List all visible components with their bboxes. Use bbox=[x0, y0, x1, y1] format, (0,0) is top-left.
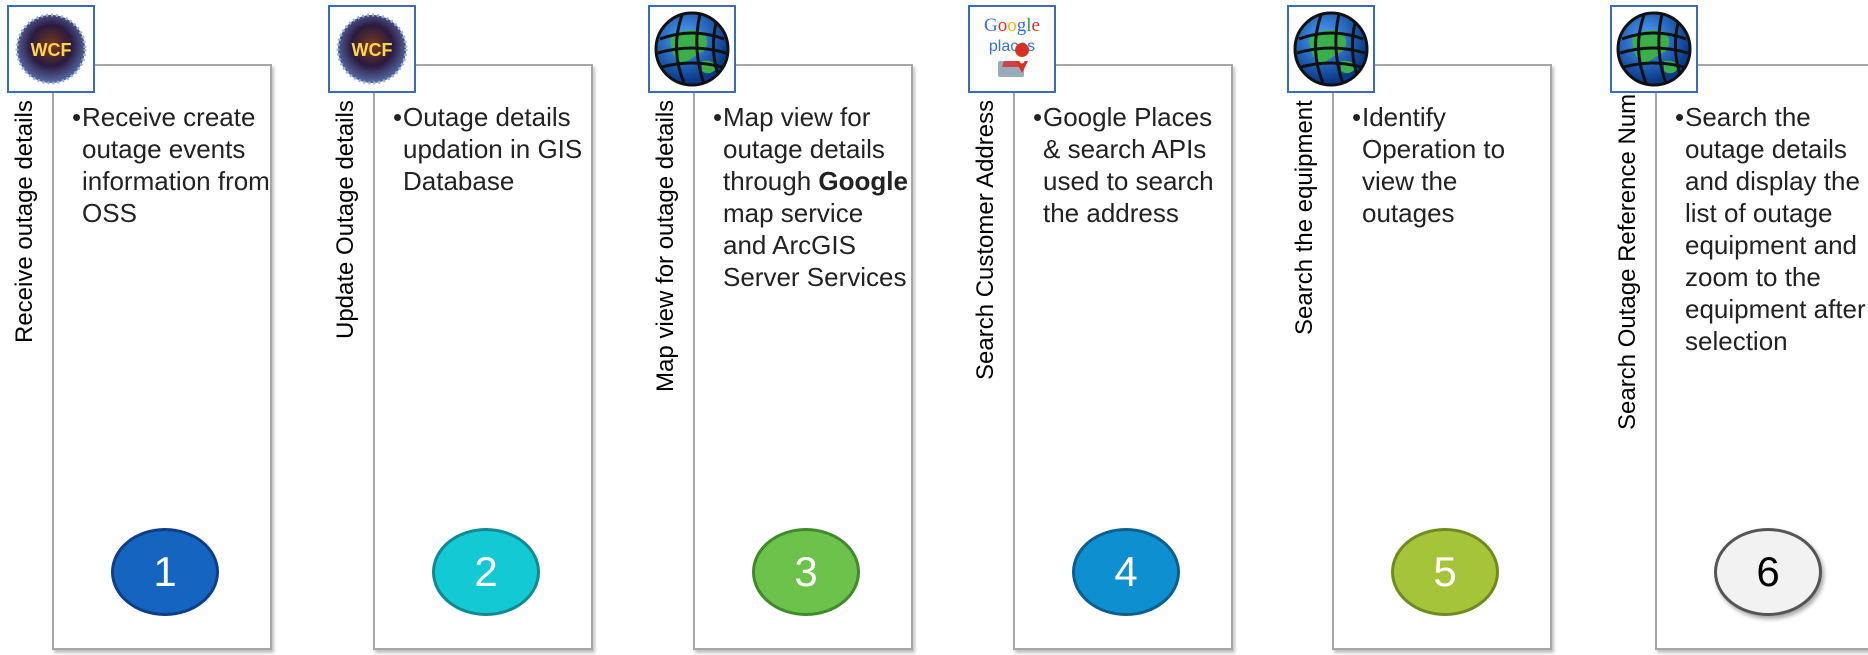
bullet-icon: • bbox=[1352, 102, 1362, 132]
step-number-badge: 3 bbox=[752, 528, 860, 616]
step-label: Update Outage details bbox=[332, 100, 359, 339]
process-step-5: Search the equipment •Identify Operation … bbox=[1280, 0, 1595, 655]
description-bold-text: Google bbox=[818, 166, 908, 196]
process-step-2: Update Outage details •Outage details upd… bbox=[321, 0, 636, 655]
globe-icon bbox=[1610, 5, 1698, 93]
description-text: Google Places & search APIs used to sear… bbox=[1043, 102, 1214, 228]
bullet-icon: • bbox=[1675, 102, 1685, 132]
step-label-container: Update Outage details bbox=[329, 100, 363, 430]
globe-icon bbox=[648, 5, 736, 93]
step-label-container: Map view for outage details bbox=[649, 100, 683, 430]
step-description: •Search the outage details and display t… bbox=[1675, 101, 1868, 357]
step-label: Search Outage Reference Number bbox=[1614, 59, 1641, 430]
bullet-icon: • bbox=[1033, 102, 1043, 132]
step-description: •Outage details updation in GIS Database bbox=[393, 101, 593, 197]
step-description: •Map view for outage details through Goo… bbox=[713, 101, 913, 293]
step-label-container: Search Customer Address bbox=[969, 100, 1003, 430]
step-label: Search Customer Address bbox=[972, 100, 999, 381]
description-text: Receive create outage events information… bbox=[82, 102, 270, 228]
description-text: Identify Operation to view the outages bbox=[1362, 102, 1506, 228]
bullet-icon: • bbox=[713, 102, 723, 132]
process-step-1: Receive outage details •Receive create ou… bbox=[0, 0, 315, 655]
wcf-icon: WCF bbox=[328, 5, 416, 93]
step-label: Receive outage details bbox=[11, 100, 38, 343]
description-text: Search the outage details and display th… bbox=[1685, 102, 1866, 356]
process-step-3: Map view for outage details •Map view for… bbox=[641, 0, 956, 655]
step-label-container: Receive outage details bbox=[8, 100, 42, 430]
step-number-badge: 6 bbox=[1714, 528, 1822, 616]
bullet-icon: • bbox=[72, 102, 82, 132]
svg-text:Google: Google bbox=[984, 15, 1040, 36]
step-label-container: Search Outage Reference Number bbox=[1611, 59, 1645, 430]
google-places-icon: Google places bbox=[968, 5, 1056, 93]
step-label: Search the equipment bbox=[1291, 100, 1318, 335]
step-label-container: Search the equipment bbox=[1288, 100, 1322, 430]
bullet-icon: • bbox=[393, 102, 403, 132]
step-label: Map view for outage details bbox=[652, 100, 679, 393]
description-text: map service and ArcGIS Server Services bbox=[723, 198, 907, 292]
step-number-badge: 5 bbox=[1391, 528, 1499, 616]
svg-text:WCF: WCF bbox=[352, 40, 393, 60]
description-text: Map view for outage details through bbox=[723, 102, 885, 196]
step-description: •Google Places & search APIs used to sea… bbox=[1033, 101, 1233, 229]
step-description: •Identify Operation to view the outages bbox=[1352, 101, 1552, 229]
step-number-badge: 4 bbox=[1072, 528, 1180, 616]
process-step-4: Search Customer Address •Google Places & … bbox=[961, 0, 1276, 655]
wcf-icon: WCF bbox=[7, 5, 95, 93]
svg-text:WCF: WCF bbox=[31, 40, 72, 60]
step-number-badge: 2 bbox=[432, 528, 540, 616]
step-number-badge: 1 bbox=[111, 528, 219, 616]
step-description: •Receive create outage events informatio… bbox=[72, 101, 272, 229]
description-text: Outage details updation in GIS Database bbox=[403, 102, 583, 196]
process-step-6: Search Outage Reference Number •Search th… bbox=[1603, 0, 1868, 655]
globe-icon bbox=[1287, 5, 1375, 93]
